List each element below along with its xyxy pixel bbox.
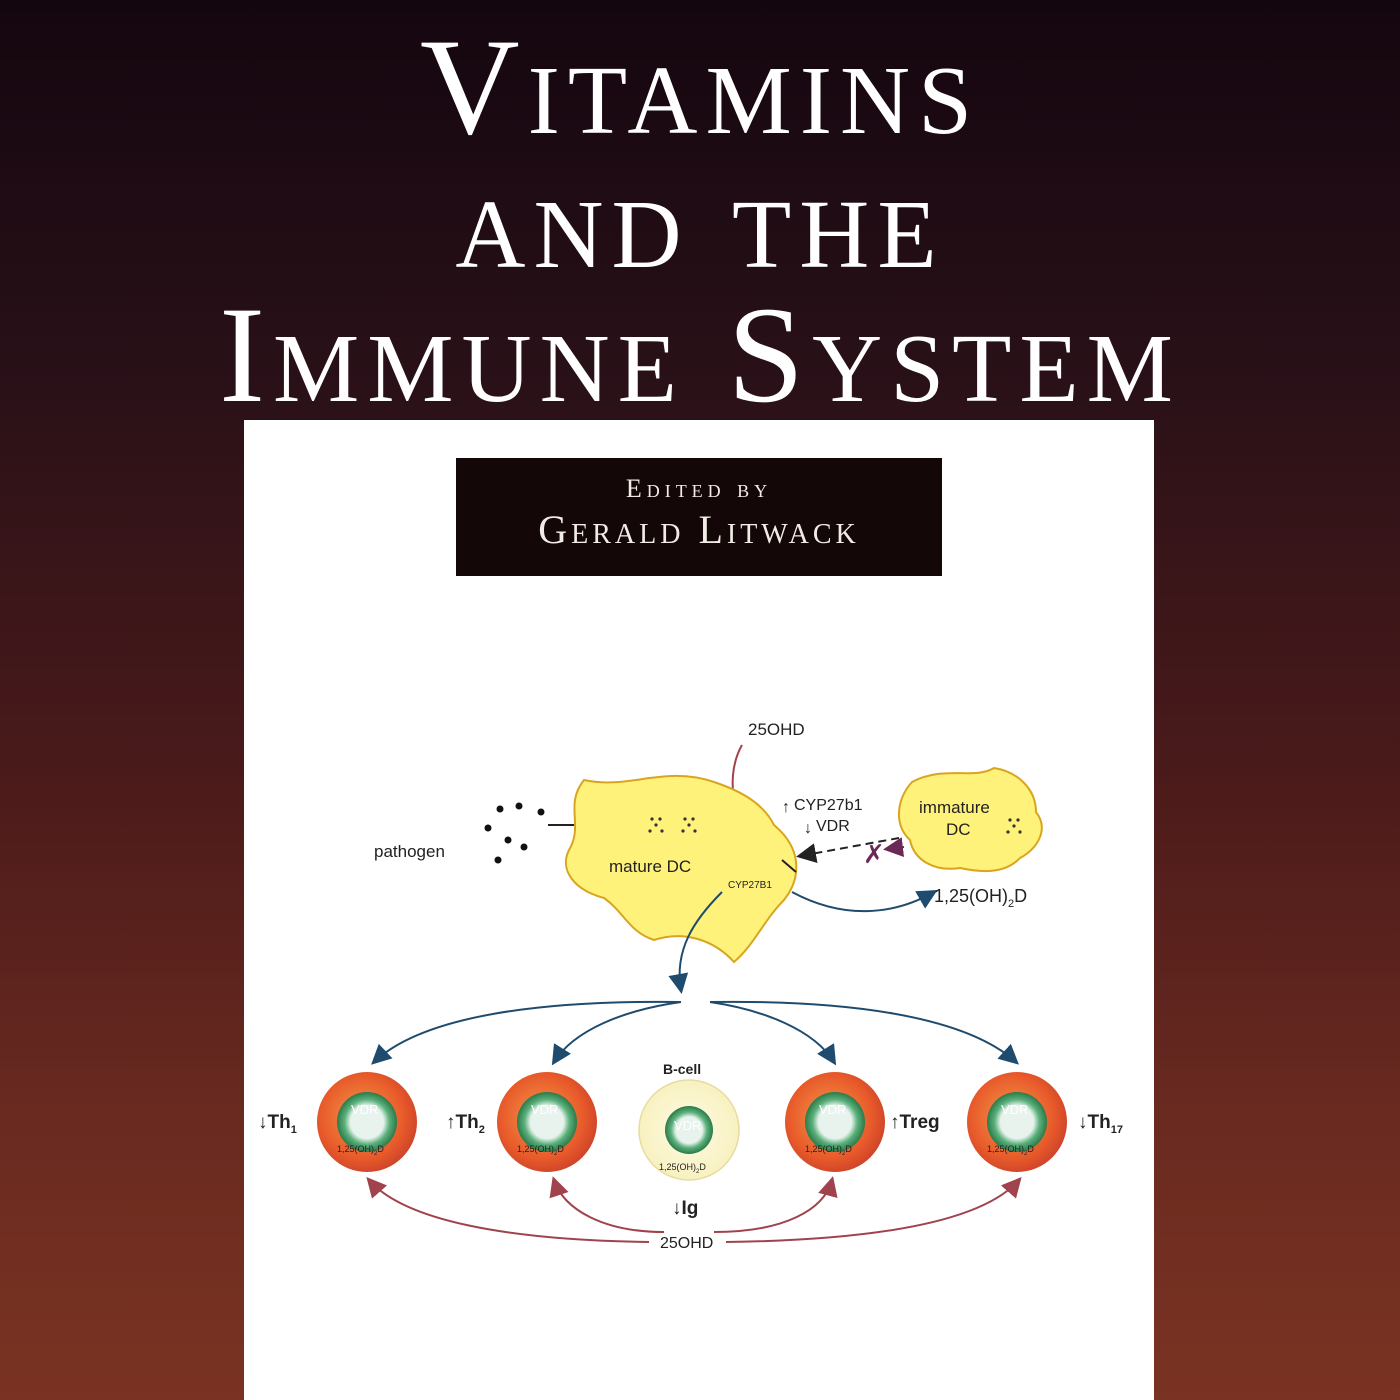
edited-by-label: Edited by [625,474,773,503]
cover-panel: Edited by Gerald Litwack [244,420,1154,1400]
th1-cell: VDR 1,25(OH)2D [317,1072,417,1172]
immature-dc-cell [897,766,1043,873]
pathogen-dots [484,802,545,864]
mature-dc-label: mature DC [609,857,691,876]
th1-label: ↓Th1 [258,1112,297,1136]
dc-to-tcell-curve [668,891,723,994]
title-line-2: and the [455,144,945,297]
editor-box: Edited by Gerald Litwack [456,458,942,576]
title-line-3: Immune System [219,278,1181,431]
immature-dc-granules [1006,818,1022,834]
th2-calcitriol-label: 1,25(OH)2D [517,1144,564,1157]
vdr-regulation-label: VDR [816,818,850,835]
th17-label: ↓Th17 [1078,1112,1123,1136]
ig-label: ↓Ig [672,1198,698,1219]
arc-to-th2 [551,1001,682,1066]
treg-calcitriol-label: 1,25(OH)2D [805,1144,852,1157]
th2-cell: VDR 1,25(OH)2D [497,1072,597,1172]
cyp-inhibition-bar [781,859,797,873]
differentiation-arrow [796,837,900,863]
red-arc-th17 [725,1176,1022,1243]
cyp27b1-enzyme-label: CYP27B1 [728,880,772,891]
th2-vdr-label: VDR [531,1102,558,1117]
arc-to-treg [709,1001,837,1066]
calcitriol-output-arrow [791,890,938,913]
arc-to-th17 [709,1000,1019,1065]
th2-label: ↑Th2 [446,1112,485,1136]
b-cell-label: B-cell [663,1061,701,1077]
immature-label: immature [919,798,990,817]
cyp-up-arrow: ↑ [782,799,790,816]
bottom-25ohd-label: 25OHD [660,1235,713,1252]
blocked-arrow [883,837,905,858]
red-arc-treg [713,1176,838,1233]
th1-vdr-label: VDR [351,1102,378,1117]
red-arc-th2 [549,1176,665,1233]
th1-calcitriol-label: 1,25(OH)2D [337,1144,384,1157]
treg-cell: VDR 1,25(OH)2D [785,1072,885,1172]
title-line-1: Vitamins [419,10,981,163]
pathogen-label: pathogen [374,842,445,861]
cyp27b1-label: CYP27b1 [794,797,863,814]
th17-cell: VDR 1,25(OH)2D [967,1072,1067,1172]
calcitriol-output-label: 1,25(OH)2D [934,886,1027,910]
red-arc-th1 [366,1176,650,1243]
arc-to-th1 [371,1000,682,1065]
editor-name: Gerald Litwack [538,507,860,552]
b-cell-vdr-label: VDR [674,1118,701,1133]
immature-dc-label: DC [946,820,971,839]
b-cell-calcitriol-label: 1,25(OH)2D [659,1162,706,1175]
book-title: Vitamins and the Immune System [0,10,1400,431]
mature-dc-cell [564,774,798,964]
treg-vdr-label: VDR [819,1102,846,1117]
immune-diagram: 25OHD pathogen mature DC CYP27B1 ↑ CYP27… [258,720,1123,1252]
mature-dc-granules [648,817,697,833]
vdr-down-arrow: ↓ [804,820,812,837]
th17-calcitriol-label: 1,25(OH)2D [987,1144,1034,1157]
b-cell: VDR 1,25(OH)2D [638,1079,740,1181]
top-25ohd-label: 25OHD [748,720,805,739]
blocked-mark: ✗ [863,839,885,869]
treg-label: ↑Treg [890,1112,940,1133]
th17-vdr-label: VDR [1001,1102,1028,1117]
